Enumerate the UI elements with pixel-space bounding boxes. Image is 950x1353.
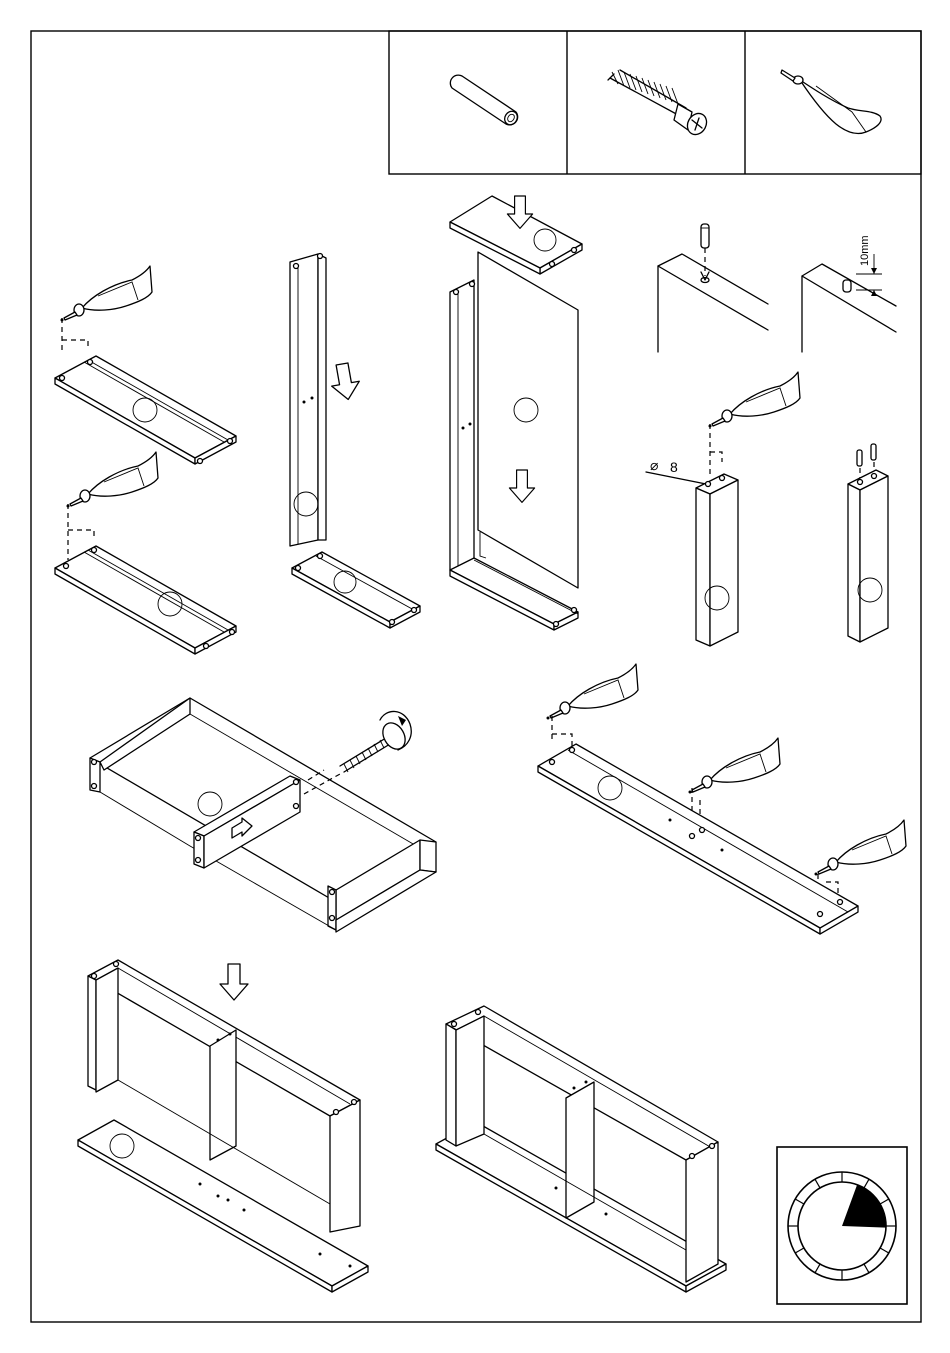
step-shelf-glue-b (55, 452, 236, 654)
step-back-panel-insert (450, 196, 582, 630)
drill-diameter-label: 8 (670, 459, 678, 475)
step-side-panel-insert (290, 254, 420, 629)
wooden-dowel-icon (450, 75, 520, 127)
step-shelf-glue-a (55, 266, 236, 464)
dowel-depth-label: 10mm (859, 235, 871, 266)
clock-icon (788, 1172, 896, 1280)
parts-legend (389, 31, 921, 174)
drawer-screw (340, 719, 410, 772)
frame-down-arrow (220, 964, 248, 1000)
step-frame-onto-base (78, 960, 368, 1292)
drill-diameter-symbol: ⌀ (650, 457, 658, 473)
step-assembled-unit (436, 1006, 726, 1292)
step-dowel-insertion: 10mm (658, 224, 896, 352)
step-drawer-screw (90, 698, 436, 932)
step-base-glue (538, 664, 906, 934)
time-indicator (777, 1147, 907, 1304)
glue-tube-icon (781, 70, 881, 134)
step-drill-and-glue: ⌀ 8 (646, 372, 888, 646)
insert-down-arrow (328, 362, 362, 402)
screw-icon (608, 70, 710, 138)
